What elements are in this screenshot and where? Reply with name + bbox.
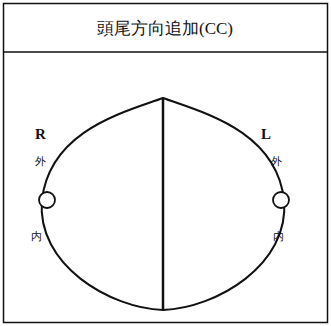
panel-title: 頭尾方向追加(CC)	[97, 20, 233, 37]
direction-label: 外	[35, 156, 46, 167]
frame-border	[4, 4, 328, 323]
side-label: L	[261, 127, 271, 142]
direction-label: 外	[271, 156, 282, 167]
direction-label: 内	[31, 231, 42, 242]
marker-circle	[273, 192, 289, 208]
midline	[162, 98, 165, 310]
side-label: R	[35, 127, 46, 142]
marker-circle	[39, 192, 55, 208]
direction-label: 内	[273, 231, 284, 242]
header-divider	[4, 51, 328, 53]
breast-outline	[42, 98, 285, 310]
